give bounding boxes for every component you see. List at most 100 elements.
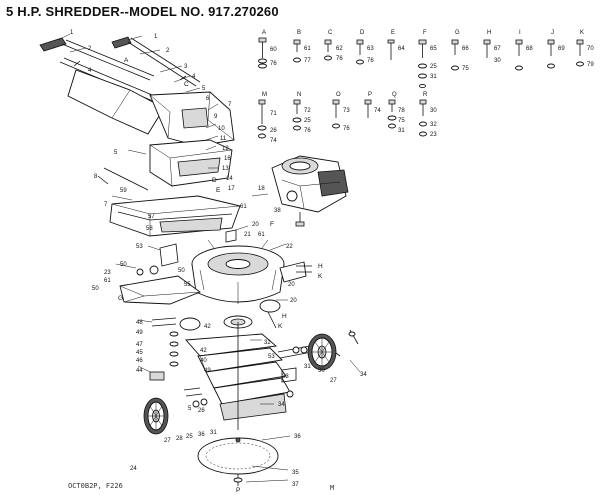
wheel-left [143,397,169,435]
part-num: 31 [210,430,217,436]
hw-num-15: 30 [494,58,501,64]
hw-bolt-i [515,39,523,71]
part-num: 32 [264,340,271,346]
part-num: 18 [258,186,265,192]
hw-num-31: 31 [398,128,405,134]
hw-label-h: H [487,30,491,36]
part-num: 30 [318,368,325,374]
part-num: 4 [88,68,92,74]
hw-label-i: I [519,30,521,36]
part-num: 27 [164,438,171,444]
hw-num-27: 76 [343,126,350,132]
part-num: 48 [136,320,143,326]
part-num: 14 [226,176,233,182]
hw-bolt-b [293,39,301,63]
hw-num-2: 61 [304,46,311,52]
hw-num-18: 70 [587,46,594,52]
part-num: 8 [94,174,98,180]
hw-bolt-n [292,99,302,131]
hw-num-17: 69 [558,46,565,52]
part-num: 49 [204,368,211,374]
hw-label-n: N [297,92,301,98]
hw-num-16: 68 [526,46,533,52]
handle-grip-left [39,37,67,52]
part-number-labels: 1 2 4 1 2 3 4 5 6 7 9 10 11 12 16 13 14 … [70,30,367,488]
part-num: 11 [220,136,227,142]
part-num: 1 [154,34,158,40]
part-num: 20 [252,222,259,228]
part-num: 50 [178,268,185,274]
diagram-title: 5 H.P. SHREDDER--MODEL NO. 917.270260 [6,4,279,19]
part-num: 7 [228,102,232,108]
hw-bolt-d [356,39,364,65]
hw-label-q: Q [392,92,397,98]
part-num: 7 [104,202,108,208]
pin-rod [103,167,149,191]
hw-bolt-o [332,99,340,129]
hw-label-j: J [551,30,554,36]
hw-num-8: 64 [398,46,405,52]
part-num: 34 [360,372,367,378]
callout-letters: A C D E H K F G H K P [118,57,323,494]
part-num: 46 [136,358,143,364]
part-num: 50 [120,262,127,268]
hw-label-a: A [262,30,266,36]
part-num: 2 [166,48,170,54]
part-num: 31 [304,364,311,370]
hw-bolt-k [576,39,584,67]
callout-letter: K [278,323,283,330]
hw-num-24: 25 [304,118,311,124]
leader-lines [57,33,361,483]
hw-bolt-m [257,99,267,139]
part-num: 20 [288,282,295,288]
hw-label-o: O [336,92,341,98]
hw-bolt-h [483,39,491,58]
hw-label-m: M [262,92,267,98]
part-num: 1 [70,30,74,36]
part-num: 9 [214,114,218,120]
part-num: 27 [330,378,337,384]
hw-bolt-q [387,99,397,129]
footer-page: M [330,484,335,492]
wheel-right [307,333,337,371]
part-num: 42 [200,348,207,354]
footer-code: OCT0B2P, F226 [68,482,123,490]
hw-label-p: P [368,92,372,98]
bottom-plate [197,437,279,486]
callout-letter: G [118,295,123,302]
deflector-chute [97,139,233,191]
hw-num-22: 74 [270,138,277,144]
part-num: 4 [192,74,196,80]
part-num: 23 [104,270,111,276]
part-num: 42 [204,324,211,330]
part-num: 53 [268,354,275,360]
hw-num-10: 25 [430,64,437,70]
hw-num-32: 30 [430,108,437,114]
part-num: 47 [136,342,143,348]
impeller [185,315,291,430]
part-num: 59 [120,188,127,194]
hw-label-f: F [423,30,427,36]
hw-bolt-f [418,39,427,89]
part-num: 44 [136,368,143,374]
part-num: 3 [184,64,188,70]
part-num: 57 [148,214,155,220]
handle-assembly [39,36,235,147]
part-num: 45 [136,350,143,356]
part-num: 12 [222,146,229,152]
part-num: 2 [88,46,92,52]
hw-num-29: 78 [398,108,405,114]
part-num: 61 [258,232,265,238]
hw-num-12: 66 [462,46,469,52]
part-num: 34 [278,402,285,408]
part-num: 50 [92,286,99,292]
part-num: 61 [240,204,247,210]
hw-label-k: K [580,30,584,36]
hw-num-21: 26 [270,128,277,134]
part-num: 16 [224,156,231,162]
hw-bolt-a [258,37,267,69]
housing [191,239,312,304]
part-num: 5 [188,406,192,412]
hw-label-d: D [360,30,365,36]
